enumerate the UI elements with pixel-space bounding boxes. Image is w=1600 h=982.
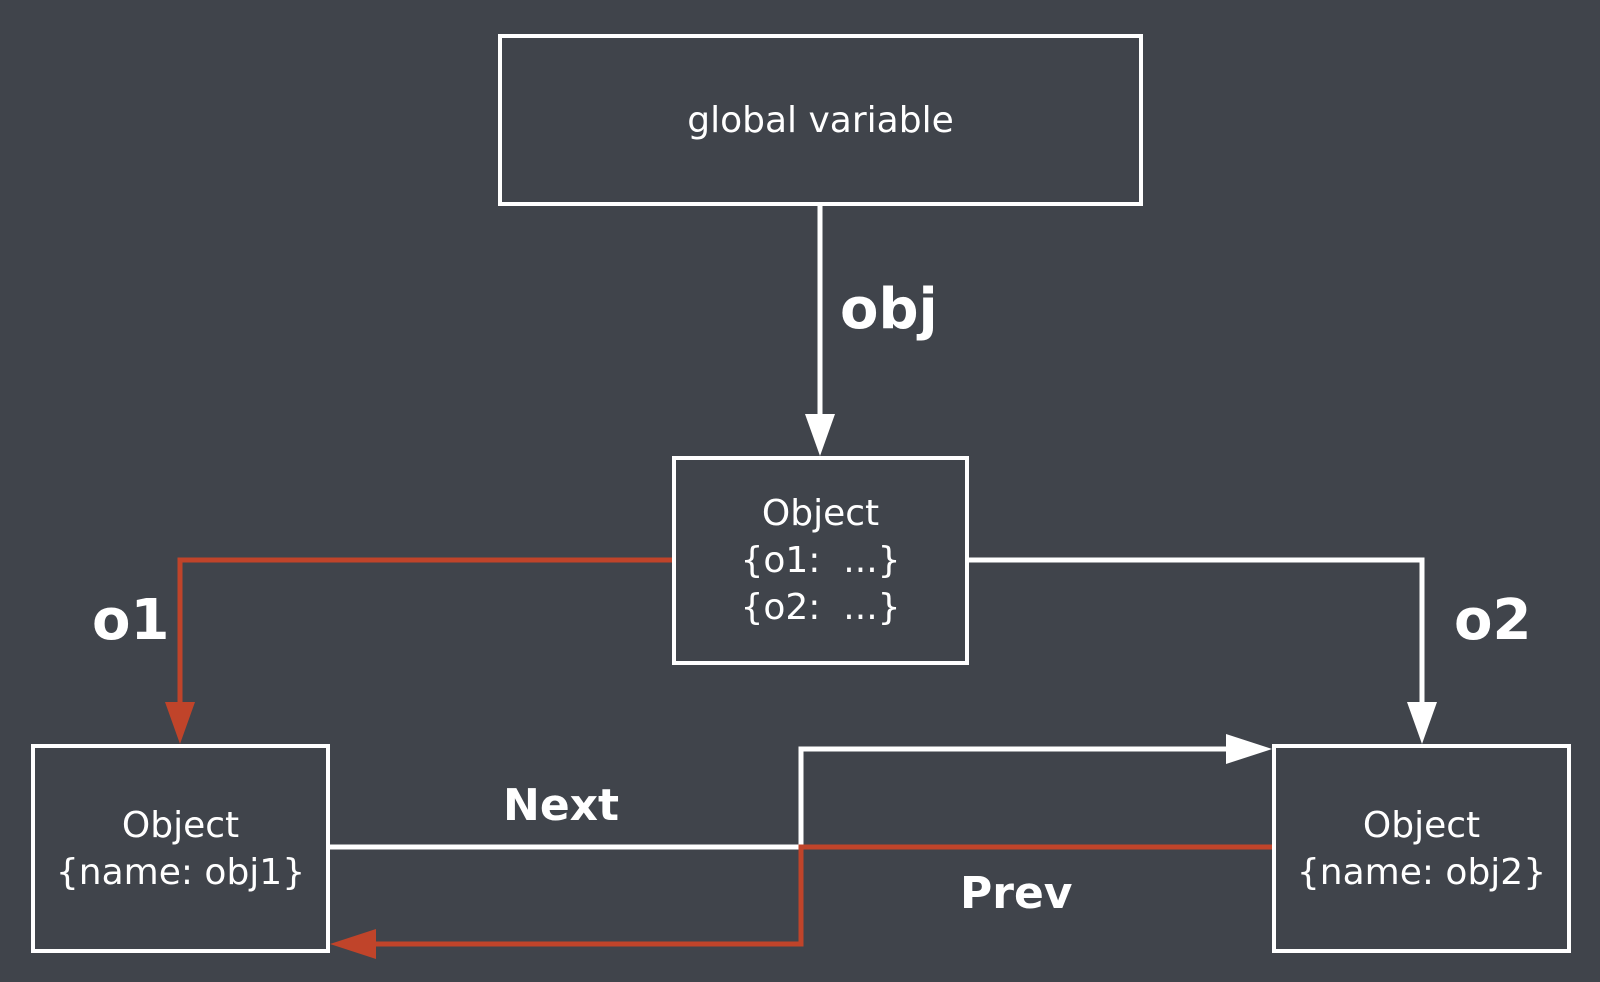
edge-o1-arrowhead <box>165 702 195 744</box>
obj1-box: Object {name: obj1} <box>31 744 330 953</box>
edge-prev <box>330 844 1272 959</box>
edge-prev-line <box>372 844 1272 947</box>
obj1-title: Object <box>121 804 240 846</box>
edge-prev-arrowhead <box>330 929 376 959</box>
obj2-name-field: {name: obj2} <box>1296 851 1547 893</box>
edge-prev-label: Prev <box>960 868 1073 919</box>
global-variable-label: global variable <box>687 99 954 141</box>
edge-o1-line <box>177 557 673 706</box>
edge-obj-label: obj <box>840 277 938 342</box>
global-variable-box: global variable <box>498 34 1143 206</box>
edge-o2 <box>968 557 1437 744</box>
edge-next-line <box>330 746 1230 850</box>
edge-o1 <box>165 557 673 744</box>
obj2-box: Object {name: obj2} <box>1272 744 1571 953</box>
edge-o1-label: o1 <box>92 588 170 653</box>
root-object-title: Object <box>761 493 880 534</box>
edge-next <box>330 734 1272 850</box>
edge-next-label: Next <box>503 780 620 831</box>
edge-obj-arrowhead <box>805 414 835 456</box>
root-object-box: Object {o1: ...} {o2: ...} <box>672 456 969 665</box>
edge-o2-arrowhead <box>1407 702 1437 744</box>
obj1-name-field: {name: obj1} <box>55 851 306 893</box>
root-object-field-o2: {o2: ...} <box>740 587 901 628</box>
obj2-title: Object <box>1362 804 1481 846</box>
edge-o2-line <box>968 557 1425 706</box>
edge-next-arrowhead <box>1226 734 1272 764</box>
root-object-field-o1: {o1: ...} <box>740 540 901 581</box>
edge-o2-label: o2 <box>1454 588 1532 653</box>
edge-obj <box>805 206 835 456</box>
